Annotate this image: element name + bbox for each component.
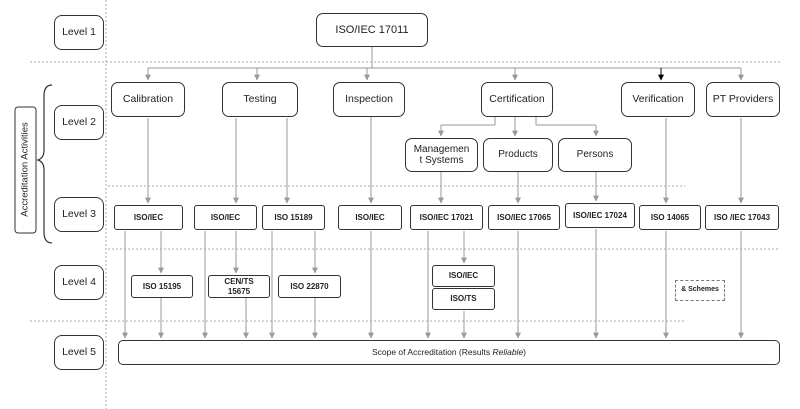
products-box: Products [483, 138, 553, 172]
iso-iec-17043-box: ISO /IEC 17043 [705, 205, 779, 230]
inspection-box: Inspection [333, 82, 405, 117]
cen-ts-15675-box: CEN/TS 15675 [208, 275, 270, 298]
level5-connectors [122, 229, 744, 339]
iso-22870-box: ISO 22870 [278, 275, 341, 298]
calibration-box: Calibration [111, 82, 185, 117]
testing-iso-iec-box: ISO/IEC [194, 205, 257, 230]
persons-box: Persons [558, 138, 632, 172]
testing-box: Testing [222, 82, 298, 117]
schemes-box: & Schemes [675, 280, 725, 301]
certification-connectors [438, 117, 599, 137]
certification-box: Certification [481, 82, 553, 117]
verification-box: Verification [621, 82, 695, 117]
side-bracket [36, 84, 53, 244]
level-5-label: Level 5 [54, 335, 104, 370]
management-systems-box: Managemen t Systems [405, 138, 478, 172]
level1-connectors [145, 46, 744, 81]
inspection-iso-iec-box: ISO/IEC [338, 205, 402, 230]
level4-iso-iec-box: ISO/IEC [432, 265, 495, 287]
management-systems-line2: t Systems [419, 155, 464, 166]
iso-iec-17021-box: ISO/IEC 17021 [410, 205, 483, 230]
level3-to-level4-connectors [158, 231, 467, 274]
iso-iec-17024-box: ISO/IEC 17024 [565, 203, 635, 228]
side-label: Accreditation Activities [19, 122, 31, 217]
level-4-label: Level 4 [54, 265, 104, 300]
scope-of-accreditation-box: Scope of Accreditation (Results Reliable… [118, 340, 780, 365]
level-1-label: Level 1 [54, 15, 104, 50]
iso-iec-17065-box: ISO/IEC 17065 [488, 205, 560, 230]
scope-emphasis: Reliable [492, 346, 524, 357]
scope-prefix: Scope of Accreditation (Results [371, 346, 493, 357]
cen-ts-line2: 15675 [227, 286, 251, 296]
iso-iec-17011-box: ISO/IEC 17011 [316, 13, 428, 47]
iso-ts-box: ISO/TS [432, 288, 495, 310]
management-systems-line1: Managemen [413, 143, 470, 155]
level-2-label: Level 2 [54, 105, 104, 140]
pt-providers-box: PT Providers [706, 82, 780, 117]
level-separators [30, 0, 780, 409]
side-label-box [14, 106, 37, 234]
iso-14065-box: ISO 14065 [639, 205, 701, 230]
scope-suffix: ) [523, 346, 527, 357]
level2-to-level3-connectors [145, 117, 744, 204]
iso-15189-box: ISO 15189 [262, 205, 325, 230]
cen-ts-line1: CEN/TS [224, 277, 254, 287]
iso-15195-box: ISO 15195 [131, 275, 193, 298]
calibration-iso-iec-box: ISO/IEC [114, 205, 183, 230]
level-3-label: Level 3 [54, 197, 104, 232]
